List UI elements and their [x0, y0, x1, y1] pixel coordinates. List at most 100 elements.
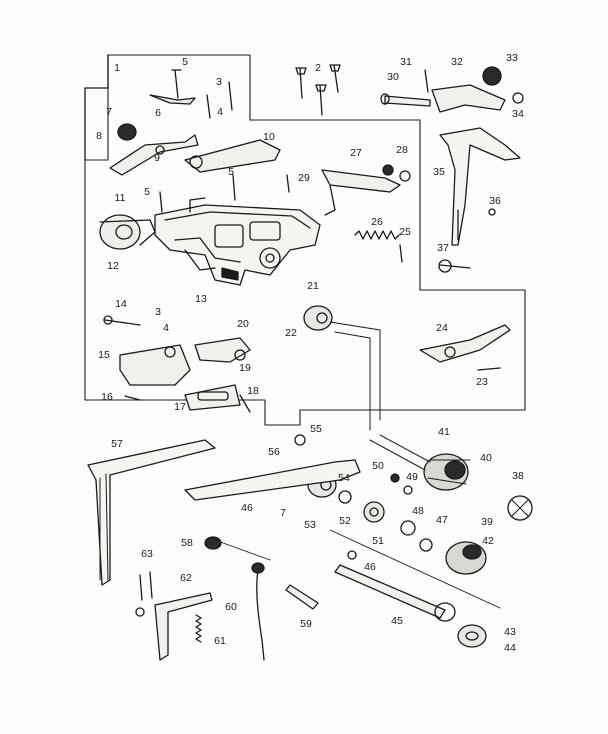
part-8-collar — [117, 123, 137, 141]
part-43-knob — [457, 624, 487, 648]
callout-43: 43 — [504, 626, 516, 638]
callout-15: 15 — [98, 349, 110, 361]
part-14-screw — [104, 319, 141, 326]
part-15-bracket — [119, 344, 191, 386]
part-26-spring — [354, 230, 400, 240]
callout-46: 46 — [241, 502, 253, 514]
part-35-lever — [439, 127, 521, 246]
callout-16: 16 — [101, 391, 113, 403]
callout-60: 60 — [225, 601, 237, 613]
callout-13: 13 — [195, 293, 207, 305]
callout-11: 11 — [114, 192, 126, 204]
callout-1: 1 — [114, 62, 120, 74]
part-59-screw — [285, 584, 319, 610]
callout-2: 2 — [315, 62, 321, 74]
callout-4: 4 — [217, 106, 223, 118]
part-60-spring — [256, 569, 265, 661]
part-10-bracket — [184, 139, 281, 173]
part-32-arm — [431, 84, 506, 113]
part-30-shaft — [384, 95, 431, 107]
part-51-cam — [363, 501, 385, 523]
callout-47: 47 — [436, 514, 448, 526]
callout-50: 50 — [372, 460, 384, 472]
callout-14: 14 — [115, 298, 127, 310]
callout-20: 20 — [237, 318, 249, 330]
assembly-1-bracket — [84, 54, 526, 426]
callout-12: 12 — [107, 260, 119, 272]
callout-48: 48 — [412, 505, 424, 517]
callout-27: 27 — [350, 147, 362, 159]
part-12-pulley — [99, 214, 156, 250]
callout-34: 34 — [512, 108, 524, 120]
callout-25: 25 — [399, 226, 411, 238]
callout-55: 55 — [310, 423, 322, 435]
callout-56: 56 — [268, 446, 280, 458]
callout-3: 3 — [216, 76, 222, 88]
part-61-spring — [195, 614, 202, 643]
callout-5b: 5 — [144, 186, 150, 198]
callout-44: 44 — [504, 642, 516, 654]
part-9-lever — [109, 134, 199, 176]
callout-58: 58 — [181, 537, 193, 549]
part-56-rod — [184, 459, 361, 501]
callout-30: 30 — [387, 71, 399, 83]
callout-40: 40 — [480, 452, 492, 464]
callout-63: 63 — [141, 548, 153, 560]
callout-4b: 4 — [163, 322, 169, 334]
callout-49: 49 — [406, 471, 418, 483]
callout-59: 59 — [300, 618, 312, 630]
callout-24: 24 — [436, 322, 448, 334]
callout-61: 61 — [214, 635, 226, 647]
callout-3b: 3 — [155, 306, 161, 318]
callout-7: 7 — [106, 106, 112, 118]
callout-54: 54 — [338, 472, 350, 484]
callout-23: 23 — [476, 376, 488, 388]
part-19-plate — [194, 337, 251, 363]
callout-35: 35 — [433, 166, 445, 178]
callout-19: 19 — [239, 362, 251, 374]
callout-57: 57 — [111, 438, 123, 450]
callout-42: 42 — [482, 535, 494, 547]
callout-5: 5 — [182, 56, 188, 68]
callout-51: 51 — [372, 535, 384, 547]
callout-45: 45 — [391, 615, 403, 627]
callout-29: 29 — [298, 172, 310, 184]
part-57-lever — [87, 439, 216, 586]
callout-53: 53 — [304, 519, 316, 531]
callout-6: 6 — [155, 107, 161, 119]
callout-52: 52 — [339, 515, 351, 527]
callout-17: 17 — [174, 401, 186, 413]
part-38-disc — [507, 495, 533, 521]
callout-10: 10 — [263, 131, 275, 143]
callout-62: 62 — [180, 572, 192, 584]
callout-46b: 46 — [364, 561, 376, 573]
part-62-bracket — [154, 592, 213, 661]
callout-28: 28 — [396, 144, 408, 156]
callout-18: 18 — [247, 385, 259, 397]
callout-5c: 5 — [228, 166, 234, 178]
screws-top — [159, 64, 341, 213]
part-41-gear — [423, 453, 471, 491]
callout-36: 36 — [489, 195, 501, 207]
part-17-plate — [184, 384, 241, 411]
part-58-washer — [204, 536, 222, 550]
callout-26: 26 — [371, 216, 383, 228]
callout-38: 38 — [512, 470, 524, 482]
callout-32: 32 — [451, 56, 463, 68]
callout-41: 41 — [438, 426, 450, 438]
callout-33: 33 — [506, 52, 518, 64]
callout-37: 37 — [437, 242, 449, 254]
part-21-knob — [303, 305, 333, 331]
callout-9: 9 — [154, 152, 160, 164]
callout-7b: 7 — [280, 507, 286, 519]
callout-8: 8 — [96, 130, 102, 142]
callout-21: 21 — [307, 280, 319, 292]
part-27-linkage — [321, 169, 401, 193]
callout-22: 22 — [285, 327, 297, 339]
main-housing — [154, 197, 321, 286]
part-42-gear — [445, 541, 487, 575]
callout-31: 31 — [400, 56, 412, 68]
part-45-shaft — [334, 564, 446, 619]
